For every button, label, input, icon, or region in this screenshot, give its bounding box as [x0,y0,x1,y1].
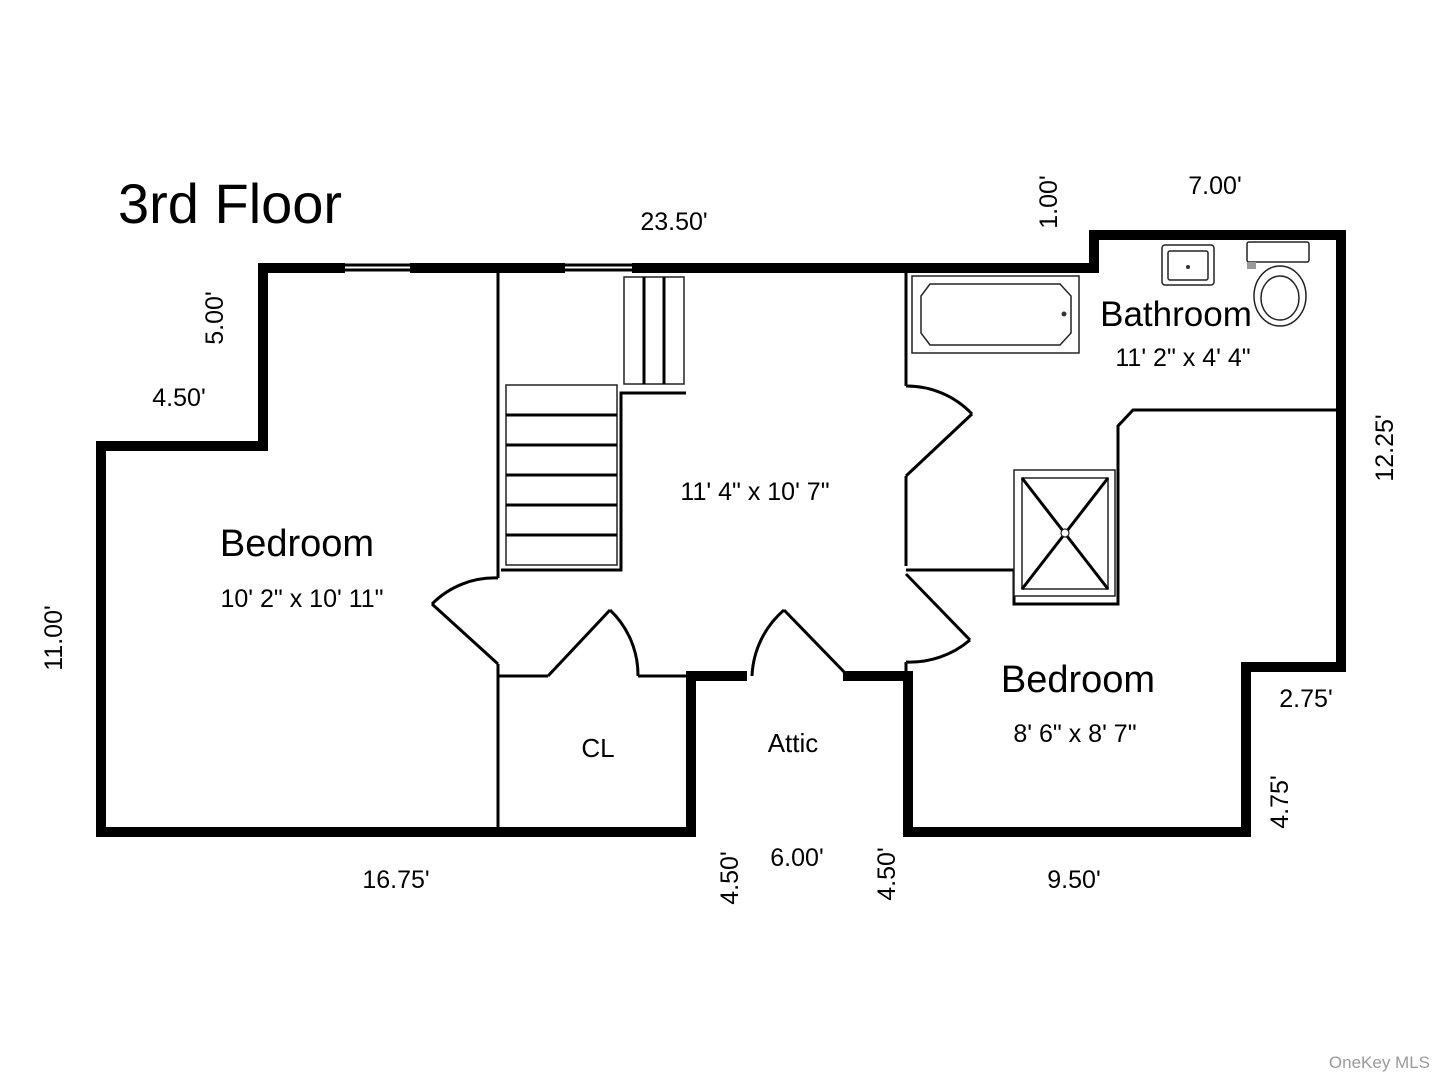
dim-bottom-right: 9.50' [1047,866,1100,894]
dim-attic-width: 6.00' [770,844,823,872]
window-top-middle [560,263,637,272]
toilet-icon [1246,241,1310,327]
staircase [505,276,685,566]
hall-size: 11' 4" x 10' 7" [680,478,829,506]
door-bathroom[interactable] [904,384,974,478]
door-closet[interactable] [546,608,640,678]
attic-label: Attic [768,728,819,758]
door-bedroom-right[interactable] [904,572,972,664]
dim-left-upper: 5.00' [201,291,229,344]
dim-bottom-left: 16.75' [362,866,429,894]
door-attic[interactable] [750,608,850,678]
dim-right-step: 2.75' [1279,685,1332,713]
dim-bath-step: 1.00' [1035,175,1063,228]
dim-right-lower: 4.75' [1266,775,1294,828]
bathroom-size: 11' 2" x 4' 4" [1115,344,1250,372]
window-bathroom-right [1336,280,1345,358]
dim-left-height: 11.00' [40,605,68,670]
bathtub-icon [911,275,1080,354]
plan-title: 3rd Floor [118,172,342,235]
window-bedroom-right-upper [1336,428,1345,500]
dim-top-bath: 7.00' [1188,172,1241,200]
bedroom-right-label: Bedroom [1001,659,1155,701]
bathroom-label: Bathroom [1100,295,1252,334]
door-bedroom-left[interactable] [430,576,500,666]
closet-label: CL [581,733,614,763]
window-top-left [340,263,415,272]
dim-left-step: 4.50' [152,384,205,412]
shower-icon [1013,469,1116,597]
window-bedroom-right-lower [1336,528,1345,600]
dim-attic-right: 4.50' [873,847,901,900]
bedroom-left-label: Bedroom [220,523,374,565]
dim-right-height: 12.25' [1371,414,1399,481]
dim-attic-left: 4.50' [716,851,744,904]
bedroom-left-size: 10' 2" x 10' 11" [220,585,383,613]
exterior-walls [96,230,1346,837]
sink-icon [1161,244,1215,286]
watermark: OneKey MLS [1329,1053,1430,1072]
bedroom-right-size: 8' 6" x 8' 7" [1013,720,1136,748]
dim-top-main: 23.50' [640,208,707,236]
